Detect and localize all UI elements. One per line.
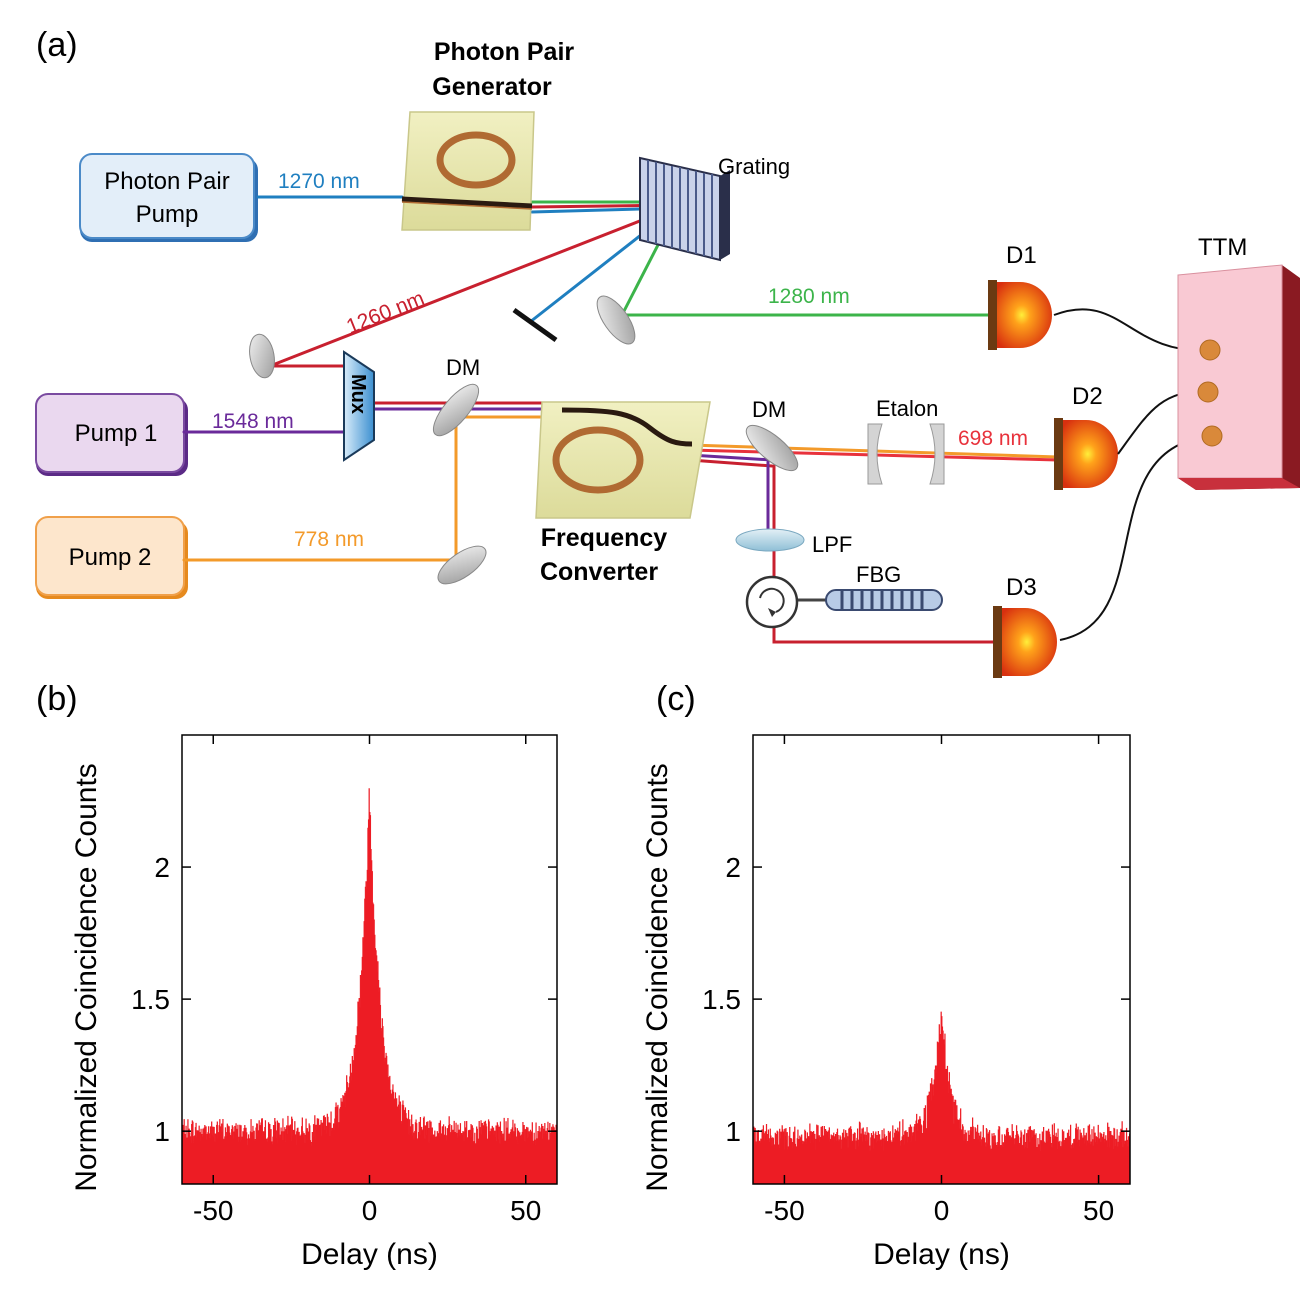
wavelength-1270-label: 1270 nm — [278, 170, 360, 193]
x-axis-label: Delay (ns) — [301, 1238, 438, 1271]
dm2 — [745, 424, 799, 472]
cable-d3 — [1059, 435, 1211, 641]
panel-label-c: (c) — [656, 680, 696, 718]
lpf-label: LPF — [812, 532, 852, 557]
dm1-label: DM — [446, 355, 480, 380]
detector-d1 — [988, 280, 1052, 350]
beam-conv-red — [688, 458, 774, 468]
beam-dump — [512, 307, 558, 343]
x-tick-label: -50 — [764, 1195, 804, 1226]
beam-to-d3 — [772, 618, 996, 644]
pump2-label: Pump 2 — [69, 544, 152, 571]
lpf — [735, 528, 805, 552]
d3-label: D3 — [1006, 574, 1037, 601]
beam-1260 — [268, 204, 680, 368]
photon-pair-generator-chip — [401, 111, 535, 231]
diagram-panel-a: (a) Photon Pair Pump Pump 1 Pump 2 — [35, 26, 1300, 678]
photon-pair-generator-label-1: Photon Pair — [434, 38, 575, 66]
etalon — [867, 423, 945, 485]
frequency-converter-label-1: Frequency — [541, 524, 668, 552]
y-tick-label: 1 — [725, 1116, 741, 1147]
ttm-label: TTM — [1198, 234, 1247, 261]
frequency-converter-chip — [535, 401, 711, 519]
detector-d3 — [993, 606, 1057, 678]
y-axis-label: Normalized Coincidence Counts — [641, 763, 674, 1192]
dm2-label: DM — [752, 397, 786, 422]
y-tick-label: 2 — [154, 852, 170, 883]
mux-label: Mux — [347, 374, 369, 414]
wavelength-698-label: 698 nm — [958, 427, 1028, 450]
d1-label: D1 — [1006, 242, 1037, 269]
ttm — [1177, 264, 1300, 490]
fbg-label: FBG — [856, 562, 901, 587]
y-tick-label: 1.5 — [702, 984, 741, 1015]
x-tick-label: -50 — [193, 1195, 233, 1226]
grating-label: Grating — [718, 154, 790, 179]
etalon-label: Etalon — [876, 396, 938, 421]
y-tick-label: 1 — [154, 1116, 170, 1147]
histogram-area — [752, 1011, 1131, 1185]
photon-pair-pump-label-1: Photon Pair — [104, 168, 229, 195]
mirror-red — [249, 333, 275, 379]
x-tick-label: 0 — [934, 1195, 950, 1226]
photon-pair-pump-label-2: Pump — [136, 201, 199, 228]
x-tick-label: 0 — [362, 1195, 378, 1226]
x-tick-label: 50 — [510, 1195, 541, 1226]
x-axis-label: Delay (ns) — [873, 1238, 1010, 1271]
wavelength-778-label: 778 nm — [294, 528, 364, 551]
y-tick-label: 2 — [725, 852, 741, 883]
photon-pair-pump-box: Photon Pair Pump — [79, 153, 258, 242]
fbg — [825, 589, 943, 611]
mirror-green — [596, 295, 636, 345]
y-tick-label: 1.5 — [131, 984, 170, 1015]
histogram-area — [181, 788, 558, 1185]
dm1 — [432, 383, 480, 437]
mux: Mux — [343, 350, 375, 462]
panel-label-b: (b) — [36, 680, 78, 718]
panel-label-a: (a) — [36, 26, 78, 64]
wavelength-1280-label: 1280 nm — [768, 285, 850, 308]
pump1-box: Pump 1 — [35, 393, 188, 476]
wavelength-1260-label: 1260 nm — [343, 287, 427, 339]
frequency-converter-label-2: Converter — [540, 558, 658, 586]
circulator — [745, 575, 799, 629]
grating — [639, 156, 730, 262]
pump1-label: Pump 1 — [75, 420, 158, 447]
detector-d2 — [1054, 418, 1118, 490]
wavelength-1548-label: 1548 nm — [212, 410, 294, 433]
photon-pair-generator-label-2: Generator — [432, 73, 552, 101]
beam-conv-purple — [688, 453, 774, 462]
d2-label: D2 — [1072, 383, 1103, 410]
mirror-orange — [437, 545, 487, 585]
y-axis-label: Normalized Coincidence Counts — [70, 763, 103, 1192]
x-tick-label: 50 — [1083, 1195, 1114, 1226]
pump2-box: Pump 2 — [35, 516, 188, 599]
